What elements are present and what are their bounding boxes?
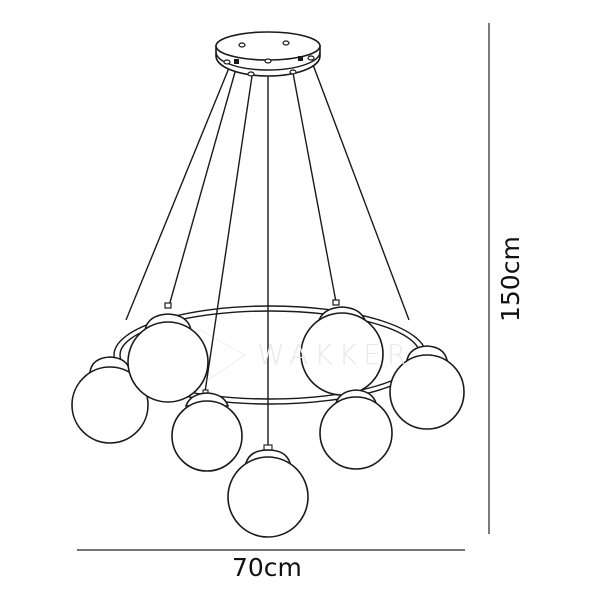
width-dimension-label: 70cm xyxy=(232,553,302,582)
watermark-text: WAKKER xyxy=(257,338,413,371)
globe-center-bottom xyxy=(227,444,309,538)
globe-left-mid xyxy=(171,389,243,472)
globe-far-left xyxy=(71,356,149,444)
globe-far-right xyxy=(389,345,465,430)
height-dimension-label: 150cm xyxy=(496,236,525,322)
suspension-wires xyxy=(125,61,410,446)
globe-left-back xyxy=(127,313,209,403)
ceiling-canopy xyxy=(215,31,321,77)
globe-right-mid xyxy=(319,389,393,470)
globe-shades xyxy=(71,306,465,538)
